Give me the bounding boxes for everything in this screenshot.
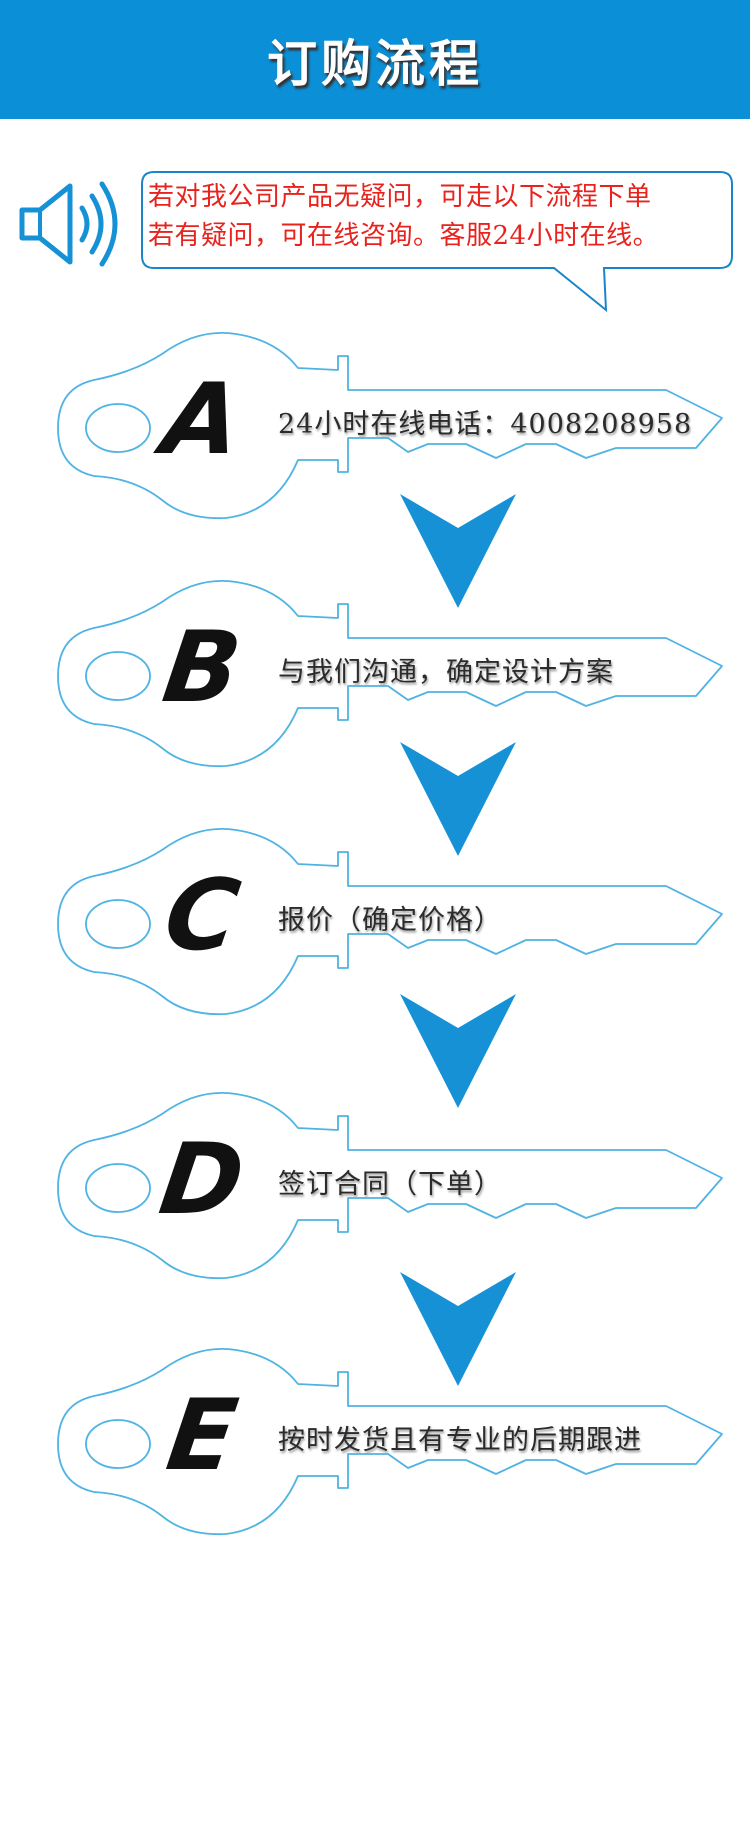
down-arrow-icon [400, 1272, 516, 1386]
speech-bubble [141, 171, 733, 313]
page-title: 订购流程 [267, 34, 483, 93]
step-e: E 按时发货且有专业的后期跟进 [56, 1344, 730, 1540]
step-c: C 报价（确定价格） [56, 824, 730, 1020]
key-shape [57, 1092, 723, 1280]
speaker-icon [19, 181, 118, 267]
step-d: D 签订合同（下单） [56, 1088, 730, 1284]
step-letter: A [156, 363, 248, 477]
step-b: B 与我们沟通，确定设计方案 [56, 576, 730, 772]
notice-text: 若对我公司产品无疑问，可走以下流程下单 若有疑问，可在线咨询。客服24小时在线。 [148, 178, 738, 256]
down-arrow-icon [400, 742, 516, 856]
notice-line-1: 若对我公司产品无疑问，可走以下流程下单 [148, 182, 652, 212]
step-text: 报价（确定价格） [278, 905, 502, 936]
header-bar: 订购流程 [0, 0, 750, 119]
notice-line-2: 若有疑问，可在线咨询。客服24小时在线。 [148, 221, 660, 251]
step-letter: D [153, 1123, 251, 1237]
step-text: 24小时在线电话：4008208958 [278, 409, 693, 440]
step-a: A 24小时在线电话：4008208958 [56, 328, 730, 524]
step-text: 签订合同（下单） [278, 1169, 502, 1200]
step-letter: C [158, 859, 246, 973]
down-arrow-icon [400, 994, 516, 1108]
key-shape [57, 580, 723, 768]
step-text: 按时发货且有专业的后期跟进 [278, 1425, 642, 1456]
key-shape [57, 828, 723, 1016]
key-shape [57, 332, 723, 520]
down-arrow-icon [400, 494, 516, 608]
step-letter: B [156, 611, 248, 725]
step-letter: E [160, 1379, 244, 1493]
key-shape [57, 1348, 723, 1536]
step-text: 与我们沟通，确定设计方案 [278, 657, 614, 688]
